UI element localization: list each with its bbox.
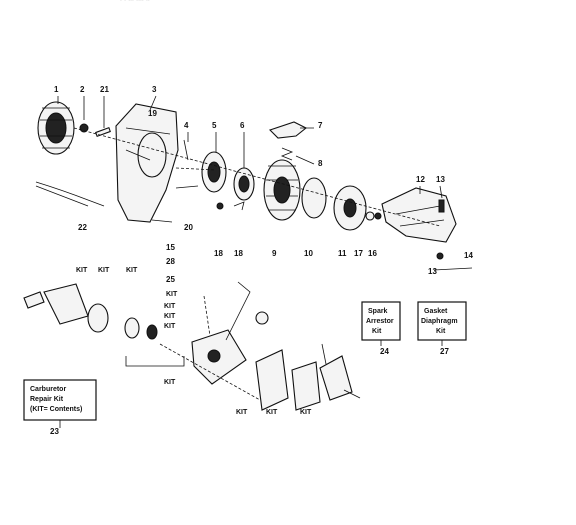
kit-label-10: KIT (266, 409, 278, 416)
callout-12: 12 (416, 175, 425, 184)
callout-7: 7 (318, 121, 323, 130)
callout-14: 14 (464, 251, 473, 260)
part-7-bracket (268, 121, 308, 139)
callout-8: 8 (318, 159, 323, 168)
part-1-clutch (37, 101, 75, 155)
callout-13-top: 13 (436, 175, 445, 184)
callout-25: 25 (166, 275, 175, 284)
part-5-ring (201, 151, 227, 193)
gasket-diaphragm-kit-box: Gasket Diaphragm Kit (417, 301, 467, 346)
carburetor-repair-kit-box: Carburetor Repair Kit (KIT= Contents) (23, 379, 97, 428)
svg-text:Gasket: Gasket (424, 308, 448, 315)
kit-label-7: KIT (164, 323, 176, 330)
kit-label-9: KIT (236, 409, 248, 416)
callout-17: 17 (354, 249, 363, 258)
part-21-pin (95, 127, 111, 137)
kit-label-8: KIT (164, 379, 176, 386)
callout-10: 10 (304, 249, 313, 258)
svg-text:Kit: Kit (372, 328, 382, 335)
svg-text:Arrestor: Arrestor (366, 318, 394, 325)
svg-text:Repair Kit: Repair Kit (30, 396, 64, 403)
callout-5: 5 (212, 121, 217, 130)
kit-label-5: KIT (164, 303, 176, 310)
kit-label-3: KIT (126, 267, 138, 274)
callout-18-b: 18 (234, 249, 243, 258)
callout-13-bottom: 13 (428, 267, 437, 276)
callout-23: 23 (50, 427, 59, 436)
callout-20: 20 (184, 223, 193, 232)
part-10-disc (301, 177, 327, 219)
kit-label-1: KIT (76, 267, 88, 274)
callout-11: 11 (338, 249, 347, 258)
callout-15: 15 (166, 243, 175, 252)
callout-19: 19 (148, 109, 157, 118)
part-6-bearing (233, 167, 255, 201)
svg-text:Carburetor: Carburetor (30, 386, 66, 393)
kit-label-4: KIT (166, 291, 178, 298)
callout-28: 28 (166, 257, 175, 266)
callout-2: 2 (80, 85, 85, 94)
callout-24: 24 (380, 347, 389, 356)
callout-27: 27 (440, 347, 449, 356)
callout-16: 16 (368, 249, 377, 258)
svg-text:Spark: Spark (368, 308, 388, 315)
callout-9: 9 (272, 249, 277, 258)
kit-label-2: KIT (98, 267, 110, 274)
cropped-header-text: ' ' ''' '''' '' (120, 0, 150, 6)
svg-text:Diaphragm: Diaphragm (421, 318, 458, 325)
part-9-flywheel (263, 159, 301, 221)
callout-18-a: 18 (214, 249, 223, 258)
callout-1: 1 (54, 85, 59, 94)
part-12-cover (381, 187, 457, 243)
callout-3: 3 (152, 85, 157, 94)
callout-21: 21 (100, 85, 109, 94)
kit-label-11: KIT (300, 409, 312, 416)
callout-22: 22 (78, 223, 87, 232)
callout-6: 6 (240, 121, 245, 130)
svg-text:(KIT= Contents): (KIT= Contents) (30, 406, 82, 413)
spark-arrestor-kit-box: Spark Arrestor Kit (361, 301, 401, 346)
svg-text:Kit: Kit (436, 328, 446, 335)
callout-4: 4 (184, 121, 189, 130)
part-2-nut (79, 123, 89, 133)
part-11-pulley (333, 185, 367, 231)
kit-label-6: KIT (164, 313, 176, 320)
